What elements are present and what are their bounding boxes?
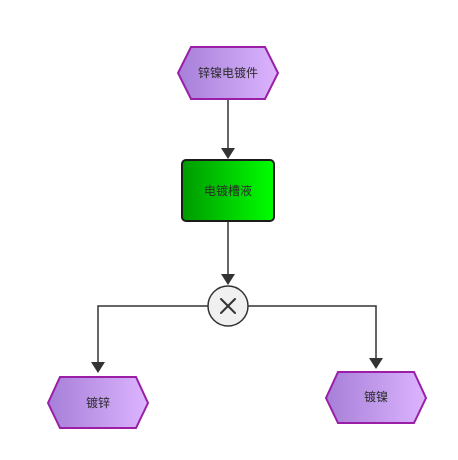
output-node-left[interactable]: 镀锌 [46, 376, 150, 429]
process-node-label: 电镀槽液 [204, 183, 252, 198]
output-node-right-label: 镀镍 [364, 390, 388, 404]
source-node-shape [176, 46, 280, 100]
output-node-left-label: 镀锌 [86, 396, 110, 410]
connectors [91, 99, 383, 373]
xor-gateway-icon [220, 298, 236, 314]
output-node-left-shape [46, 376, 150, 429]
source-node-label: 锌镍电镀件 [198, 66, 258, 80]
connector-gateway-to-left [91, 305, 208, 373]
gateway-node[interactable] [207, 285, 249, 327]
output-node-right-shape [324, 371, 428, 424]
process-node[interactable]: 电镀槽液 [181, 159, 275, 222]
source-node[interactable]: 锌镍电镀件 [176, 46, 280, 100]
connector-gateway-to-right [248, 305, 383, 369]
process-node-shape [181, 159, 275, 222]
output-node-right[interactable]: 镀镍 [324, 371, 428, 424]
